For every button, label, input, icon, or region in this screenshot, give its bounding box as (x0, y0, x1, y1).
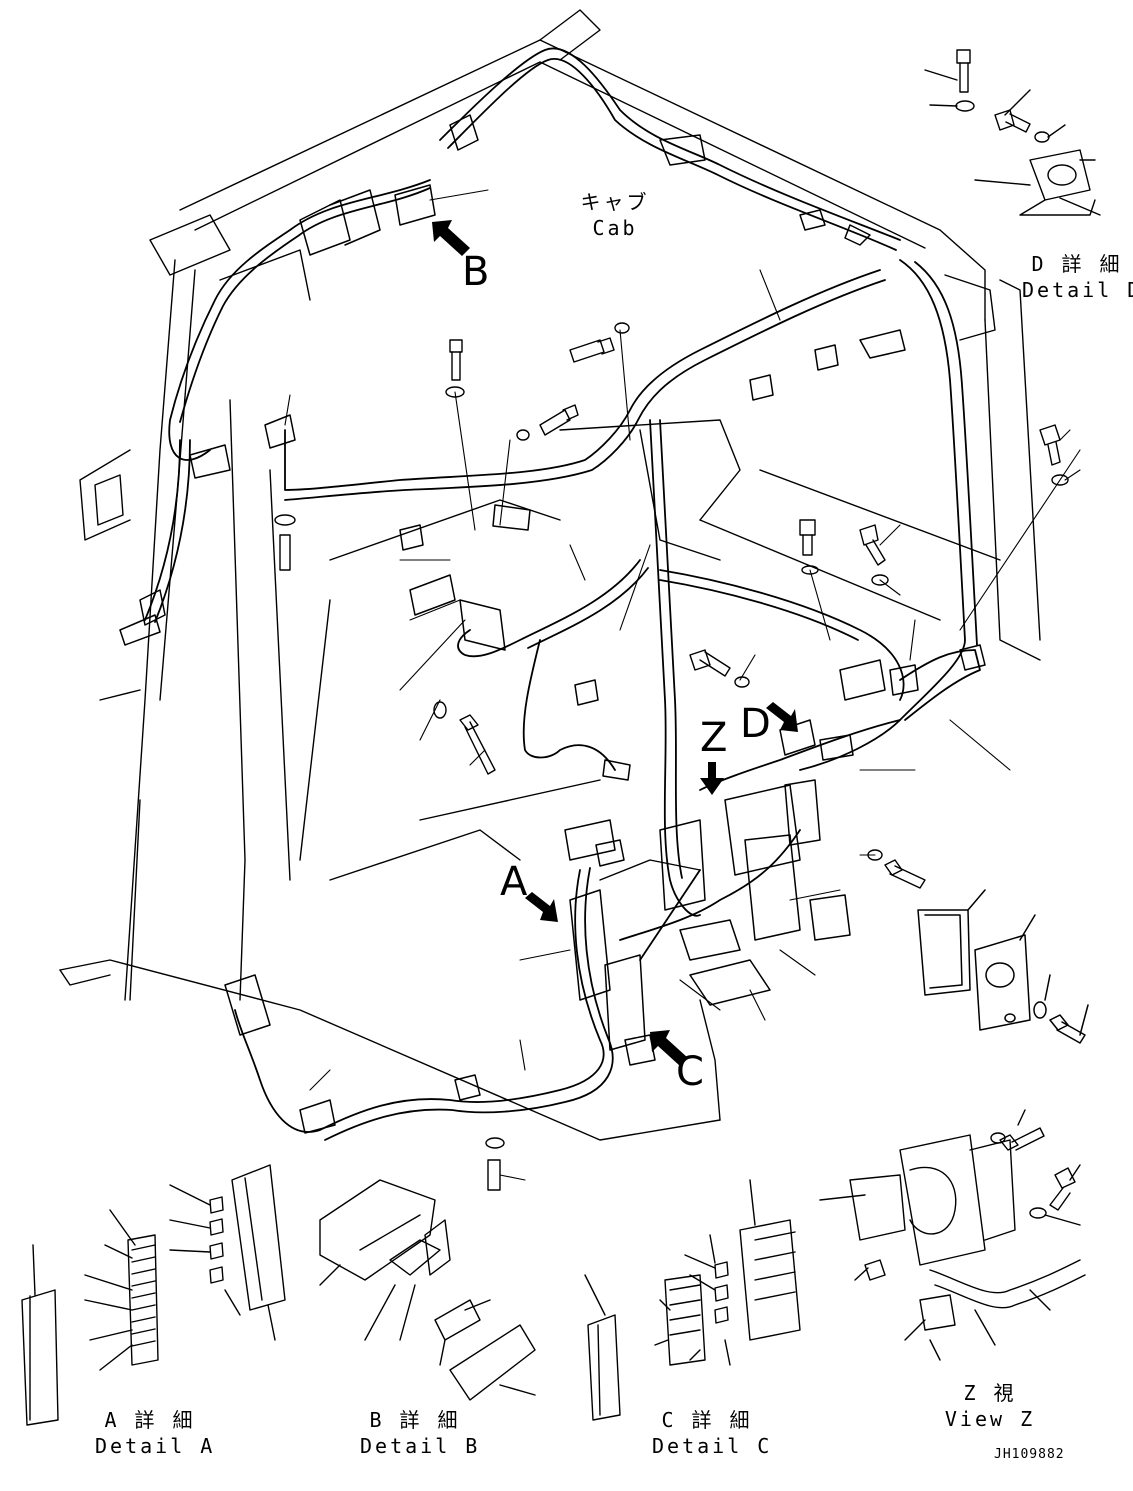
view-z-drawing (819, 1109, 1086, 1361)
cab-frame (59, 9, 1041, 1141)
arrow-a (525, 892, 558, 922)
detail-d-title-jp: D 詳 細 (1031, 252, 1123, 276)
bracket-detail-drawing (917, 889, 1089, 1044)
arrow-b (432, 220, 470, 256)
callout-a: A (500, 859, 528, 905)
view-z-title-jp: Z 視 (963, 1381, 1017, 1405)
detail-c-title-en: Detail C (652, 1434, 773, 1458)
callout-c: C (676, 1049, 704, 1095)
arrow-z (700, 762, 724, 795)
detail-a-title-jp: A 詳 細 (104, 1408, 196, 1432)
detail-b-title-en: Detail B (360, 1434, 481, 1458)
bolts-washers (274, 322, 1069, 1191)
detail-a-drawing (21, 1164, 286, 1426)
cab-label-jp: キャブ (580, 190, 650, 214)
cab-label-en: Cab (592, 216, 638, 240)
leader-lines (284, 189, 1081, 1181)
callout-d: D (740, 701, 771, 747)
detail-b-title-jp: B 詳 細 (369, 1408, 461, 1432)
drawing-code: JH109882 (994, 1447, 1065, 1462)
view-z-title-en: View Z (944, 1407, 1036, 1431)
callout-arrows (432, 220, 798, 1066)
detail-d-drawing (924, 49, 1101, 216)
detail-c-title-jp: C 詳 細 (661, 1408, 753, 1432)
connectors (119, 114, 986, 1134)
detail-b-drawing (319, 1179, 536, 1401)
callout-z: Z (700, 715, 728, 761)
detail-d-title-en: Detail D (1022, 278, 1133, 302)
detail-a-title-en: Detail A (95, 1434, 216, 1458)
arrow-d (766, 702, 798, 732)
detail-c-drawing (584, 1179, 801, 1421)
callout-b: B (462, 249, 490, 295)
main-harness (144, 47, 981, 1141)
arrow-c (650, 1030, 688, 1066)
